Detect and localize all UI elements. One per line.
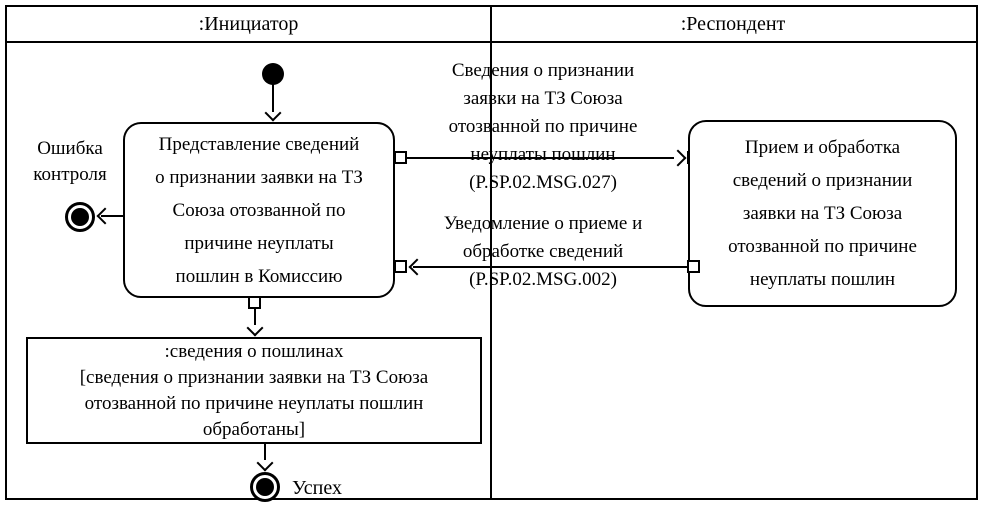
pin-respondent-out [687, 260, 700, 273]
message-request-label: Сведения о признании заявки на ТЗ Союза … [448, 60, 638, 193]
action-initiator: Представление сведений о признании заявк… [123, 122, 395, 298]
final-node-success-core [256, 478, 274, 496]
pin-initiator-in [394, 260, 407, 273]
lane-header-respondent: :Респондент [680, 13, 786, 35]
pin-initiator-out [394, 151, 407, 164]
initial-node [262, 63, 284, 85]
final-node-error-core [71, 208, 89, 226]
flow-request-line [407, 157, 674, 159]
flow-to-success-line [264, 444, 266, 460]
flow-to-object-line [254, 309, 256, 325]
lane-divider [490, 5, 492, 500]
lane-header-initiator: :Инициатор [198, 13, 299, 35]
message-response-label: Уведомление о приеме и обработке сведени… [443, 213, 643, 290]
action-respondent: Прием и обработка сведений о признании з… [688, 120, 957, 307]
flow-start-line [272, 84, 274, 112]
final-node-success [250, 472, 280, 502]
final-node-error [65, 202, 95, 232]
flow-response-line [413, 266, 688, 268]
error-label: Ошибка контроля [33, 138, 107, 185]
pin-initiator-bottom [248, 296, 261, 309]
success-label: Успех [292, 477, 342, 499]
object-node: :сведения о пошлинах [сведения о признан… [26, 337, 482, 444]
flow-error-line [101, 215, 123, 217]
